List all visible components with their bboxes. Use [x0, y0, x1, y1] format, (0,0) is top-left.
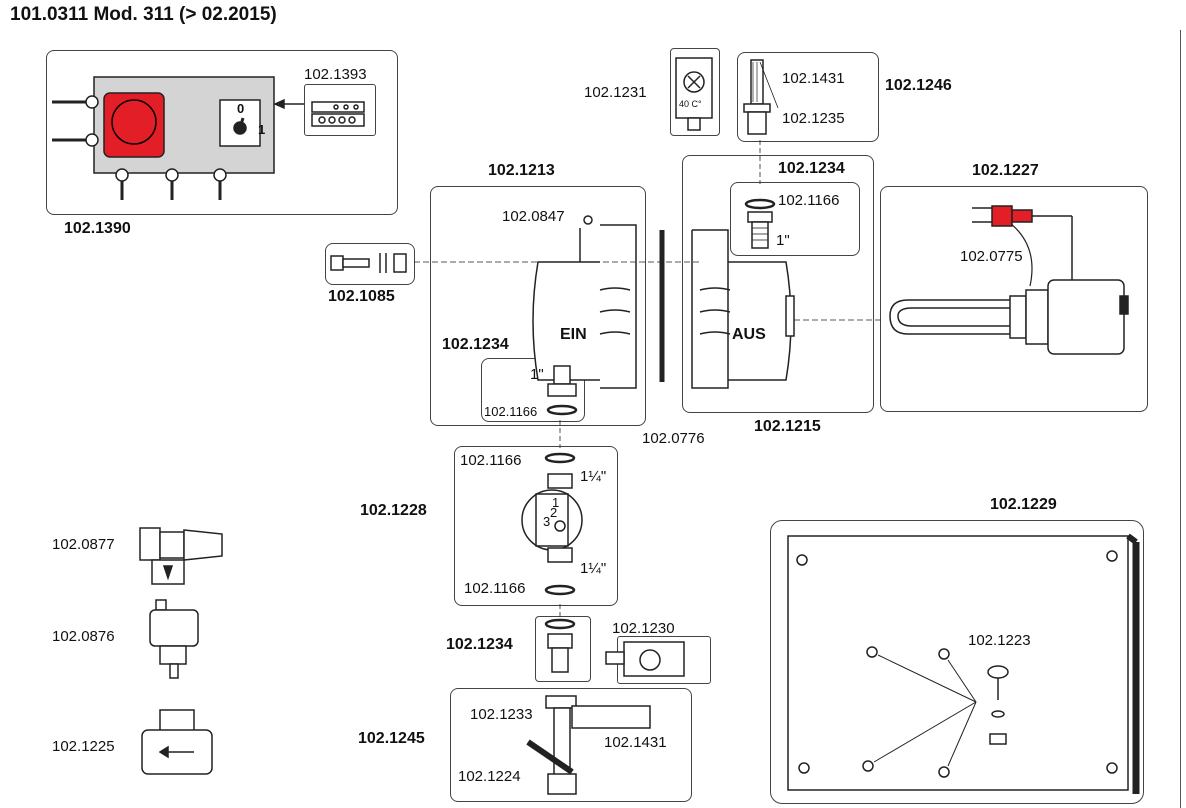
- label-1-25-inch-b: 1¼": [580, 560, 607, 577]
- label-102-1233: 102.1233: [470, 706, 533, 723]
- heating-element-1227: [889, 205, 1129, 355]
- label-102-1213: 102.1213: [488, 162, 555, 179]
- pump-speed-2: 2: [550, 505, 558, 520]
- label-102-1215: 102.1215: [754, 418, 821, 435]
- label-1-inch-top: 1": [776, 232, 790, 249]
- safety-valve-0877: [139, 527, 223, 585]
- label-102-0776: 102.0776: [642, 430, 705, 447]
- fitting-1234-mid: [546, 365, 578, 416]
- heater-housing: [532, 215, 795, 389]
- bolt-set-1085: [330, 253, 407, 273]
- label-102-1225: 102.1225: [52, 738, 115, 755]
- page-border: [1180, 30, 1181, 808]
- label-102-1245: 102.1245: [358, 730, 425, 747]
- label-ein: EIN: [560, 326, 587, 343]
- label-102-1224: 102.1224: [458, 768, 521, 785]
- label-102-1166-top: 102.1166: [778, 192, 840, 209]
- fitting-1234-top: [744, 198, 776, 249]
- label-102-1231: 102.1231: [584, 84, 647, 101]
- label-1-25-inch-a: 1¼": [580, 468, 607, 485]
- label-102-1390: 102.1390: [64, 220, 131, 237]
- page-title: 101.0311 Mod. 311 (> 02.2015): [10, 4, 277, 25]
- switch-pos-0: 0: [237, 101, 245, 116]
- valve-assembly-1245: [526, 695, 651, 795]
- sensor-tube-1246: [743, 59, 779, 135]
- label-102-1431-low: 102.1431: [604, 734, 667, 751]
- label-102-0847: 102.0847: [502, 208, 565, 225]
- terminal-block-1393: [273, 98, 365, 127]
- label-102-0876: 102.0876: [52, 628, 115, 645]
- mounting-plate-1229: [787, 533, 1140, 794]
- label-102-1223: 102.1223: [968, 632, 1031, 649]
- switch-pos-1: 1: [258, 122, 266, 137]
- label-102-1235: 102.1235: [782, 110, 845, 127]
- label-102-0877: 102.0877: [52, 536, 115, 553]
- label-102-1166-b: 102.1166: [464, 580, 526, 597]
- label-1-inch-mid: 1": [530, 366, 544, 383]
- label-102-1234-low: 102.1234: [446, 636, 513, 653]
- label-102-1166-a: 102.1166: [460, 452, 522, 469]
- air-vent-0876: [149, 599, 199, 679]
- label-102-1230: 102.1230: [612, 620, 675, 637]
- thermostat-temp: 40 C°: [679, 99, 702, 109]
- label-102-1227: 102.1227: [972, 162, 1039, 179]
- pump-1228: [521, 452, 583, 596]
- check-valve-1225: [141, 709, 213, 775]
- label-102-0775: 102.0775: [960, 248, 1023, 265]
- label-102-1393: 102.1393: [304, 66, 367, 83]
- label-102-1246: 102.1246: [885, 77, 952, 94]
- label-102-1166-mid: 102.1166: [484, 404, 538, 419]
- label-102-1085: 102.1085: [328, 288, 395, 305]
- label-aus: AUS: [732, 326, 766, 343]
- label-102-1431-top: 102.1431: [782, 70, 845, 87]
- pump-speed-3: 3: [543, 514, 551, 529]
- thermostat-1230: [605, 641, 685, 677]
- label-102-1229: 102.1229: [990, 496, 1057, 513]
- label-102-1228: 102.1228: [360, 502, 427, 519]
- fitting-1234-low: [544, 618, 576, 673]
- label-102-1234-top: 102.1234: [778, 160, 845, 177]
- control-box-1390: [52, 76, 275, 200]
- thermostat-1231: [675, 57, 713, 131]
- pump-speed-1: 1: [552, 495, 560, 510]
- label-102-1234-mid: 102.1234: [442, 336, 509, 353]
